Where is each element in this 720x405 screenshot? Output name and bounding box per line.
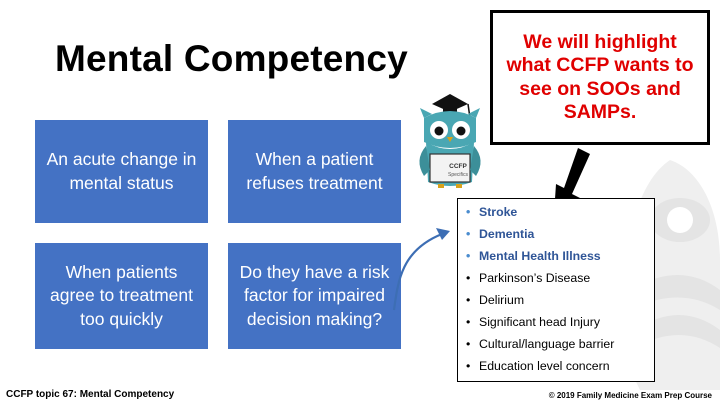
tile-acute-change: An acute change in mental status [35,120,208,223]
slide-title: Mental Competency [55,38,408,79]
footer-copyright: © 2019 Family Medicine Exam Prep Course [548,391,712,400]
list-item: Delirium [464,289,648,311]
list-item: Cultural/language barrier [464,333,648,355]
callout-text: We will highlight what CCFP wants to see… [506,31,694,123]
down-arrow-icon [554,148,590,214]
footer-topic: CCFP topic 67: Mental Competency [6,389,175,400]
list-item: Stroke [464,201,648,223]
ccfp-badge-sublabel: Specifics [447,172,468,178]
ccfp-owl-icon [419,94,481,188]
list-item: Mental Health Illness [464,245,648,267]
list-item: Significant head Injury [464,311,648,333]
tile-risk-factor: Do they have a risk factor for impaired … [228,243,401,349]
tile-agree-too-quickly: When patients agree to treatment too qui… [35,243,208,349]
ccfp-badge-text: CCFP Specifics [438,163,478,179]
callout-box: We will highlight what CCFP wants to see… [490,10,710,145]
list-item: Parkinson’s Disease [464,267,648,289]
ccfp-badge-label: CCFP [449,163,467,170]
tile-refuses-treatment: When a patient refuses treatment [228,120,401,223]
risk-factor-list: Stroke Dementia Mental Health Illness Pa… [457,198,655,382]
list-item: Education level concern [464,355,648,377]
list-item: Dementia [464,223,648,245]
curved-arrow-icon [392,228,450,311]
